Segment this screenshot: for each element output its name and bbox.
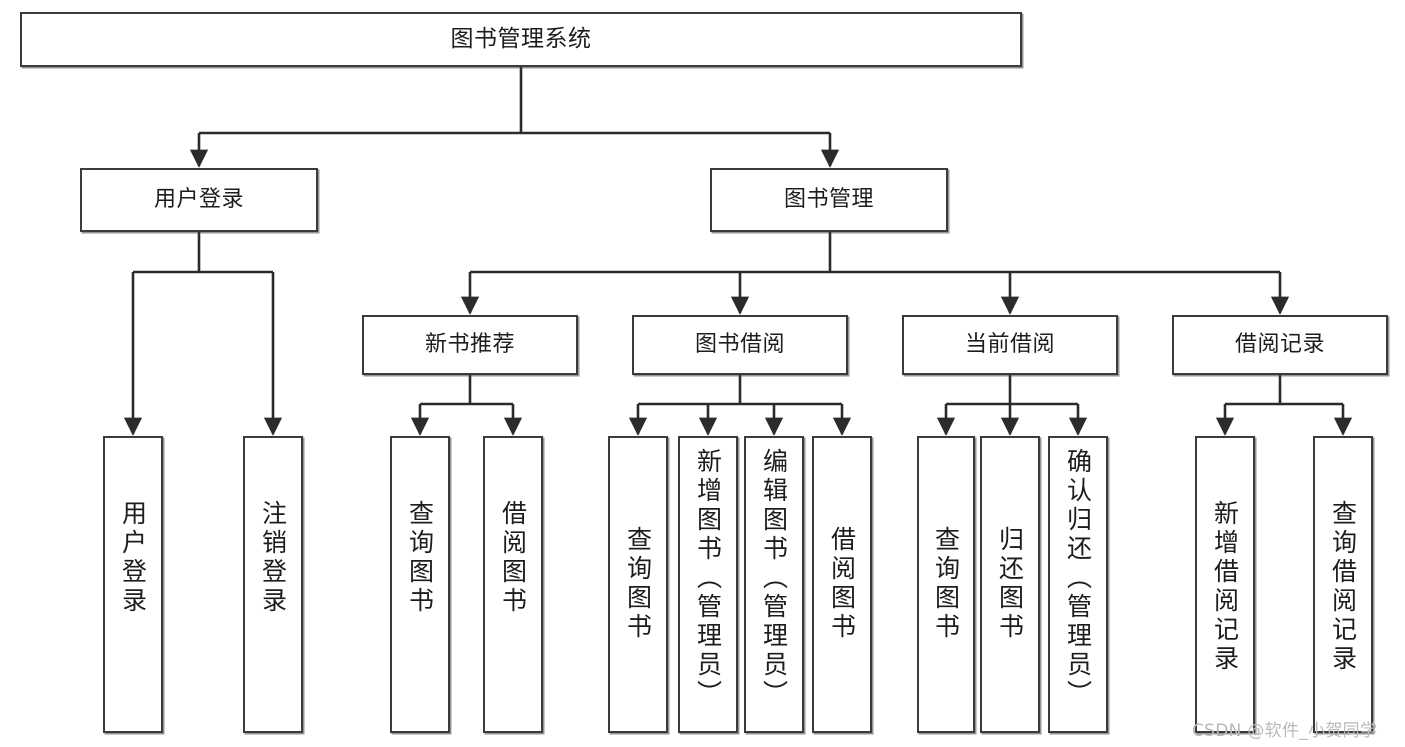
node-book-borrow-label: 图书借阅 [694,332,785,358]
node-book-manage[interactable]: 图书管理 [710,168,948,232]
node-leaf-logout[interactable]: 注销登录 [243,436,303,733]
node-leaf-user-login[interactable]: 用户登录 [103,436,163,733]
node-leaf-confirm-return-label: 确认归还（管理员） [1063,448,1093,709]
node-book-manage-label: 图书管理 [783,187,874,213]
node-borrow-record-label: 借阅记录 [1234,332,1325,358]
node-leaf-add-record[interactable]: 新增借阅记录 [1195,436,1255,733]
csdn-watermark: CSDN @软件_小贺同学 [1192,721,1378,741]
node-leaf-add-record-label: 新增借阅记录 [1210,500,1240,674]
node-leaf-edit-book-label: 编辑图书（管理员） [759,448,789,709]
node-leaf-borrow-book-2-label: 借阅图书 [827,526,857,642]
node-book-borrow[interactable]: 图书借阅 [632,315,848,375]
node-root-label: 图书管理系统 [450,25,592,52]
node-leaf-return-book[interactable]: 归还图书 [980,436,1040,733]
node-new-book-recommend[interactable]: 新书推荐 [362,315,578,375]
node-borrow-record[interactable]: 借阅记录 [1172,315,1388,375]
node-leaf-borrow-book-2[interactable]: 借阅图书 [812,436,872,733]
node-root[interactable]: 图书管理系统 [20,12,1022,67]
node-leaf-query-book-1-label: 查询图书 [405,500,435,616]
node-leaf-logout-label: 注销登录 [258,500,288,616]
node-leaf-add-book-label: 新增图书（管理员） [693,448,723,709]
node-leaf-user-login-label: 用户登录 [118,500,148,616]
node-leaf-borrow-book-1-label: 借阅图书 [498,500,528,616]
node-current-borrow-label: 当前借阅 [964,332,1055,358]
node-user-login-label: 用户登录 [153,187,244,213]
node-leaf-query-record-label: 查询借阅记录 [1328,500,1358,674]
node-leaf-query-book-3[interactable]: 查询图书 [917,436,975,733]
node-current-borrow[interactable]: 当前借阅 [902,315,1118,375]
node-leaf-query-record[interactable]: 查询借阅记录 [1313,436,1373,733]
node-leaf-confirm-return[interactable]: 确认归还（管理员） [1048,436,1108,733]
node-leaf-query-book-2-label: 查询图书 [623,526,653,642]
node-leaf-return-book-label: 归还图书 [995,526,1025,642]
node-new-book-recommend-label: 新书推荐 [424,332,515,358]
node-leaf-borrow-book-1[interactable]: 借阅图书 [483,436,543,733]
node-leaf-query-book-1[interactable]: 查询图书 [390,436,450,733]
node-leaf-query-book-3-label: 查询图书 [931,526,961,642]
node-user-login[interactable]: 用户登录 [80,168,318,232]
node-leaf-add-book[interactable]: 新增图书（管理员） [678,436,738,733]
node-leaf-query-book-2[interactable]: 查询图书 [608,436,668,733]
node-leaf-edit-book[interactable]: 编辑图书（管理员） [744,436,804,733]
